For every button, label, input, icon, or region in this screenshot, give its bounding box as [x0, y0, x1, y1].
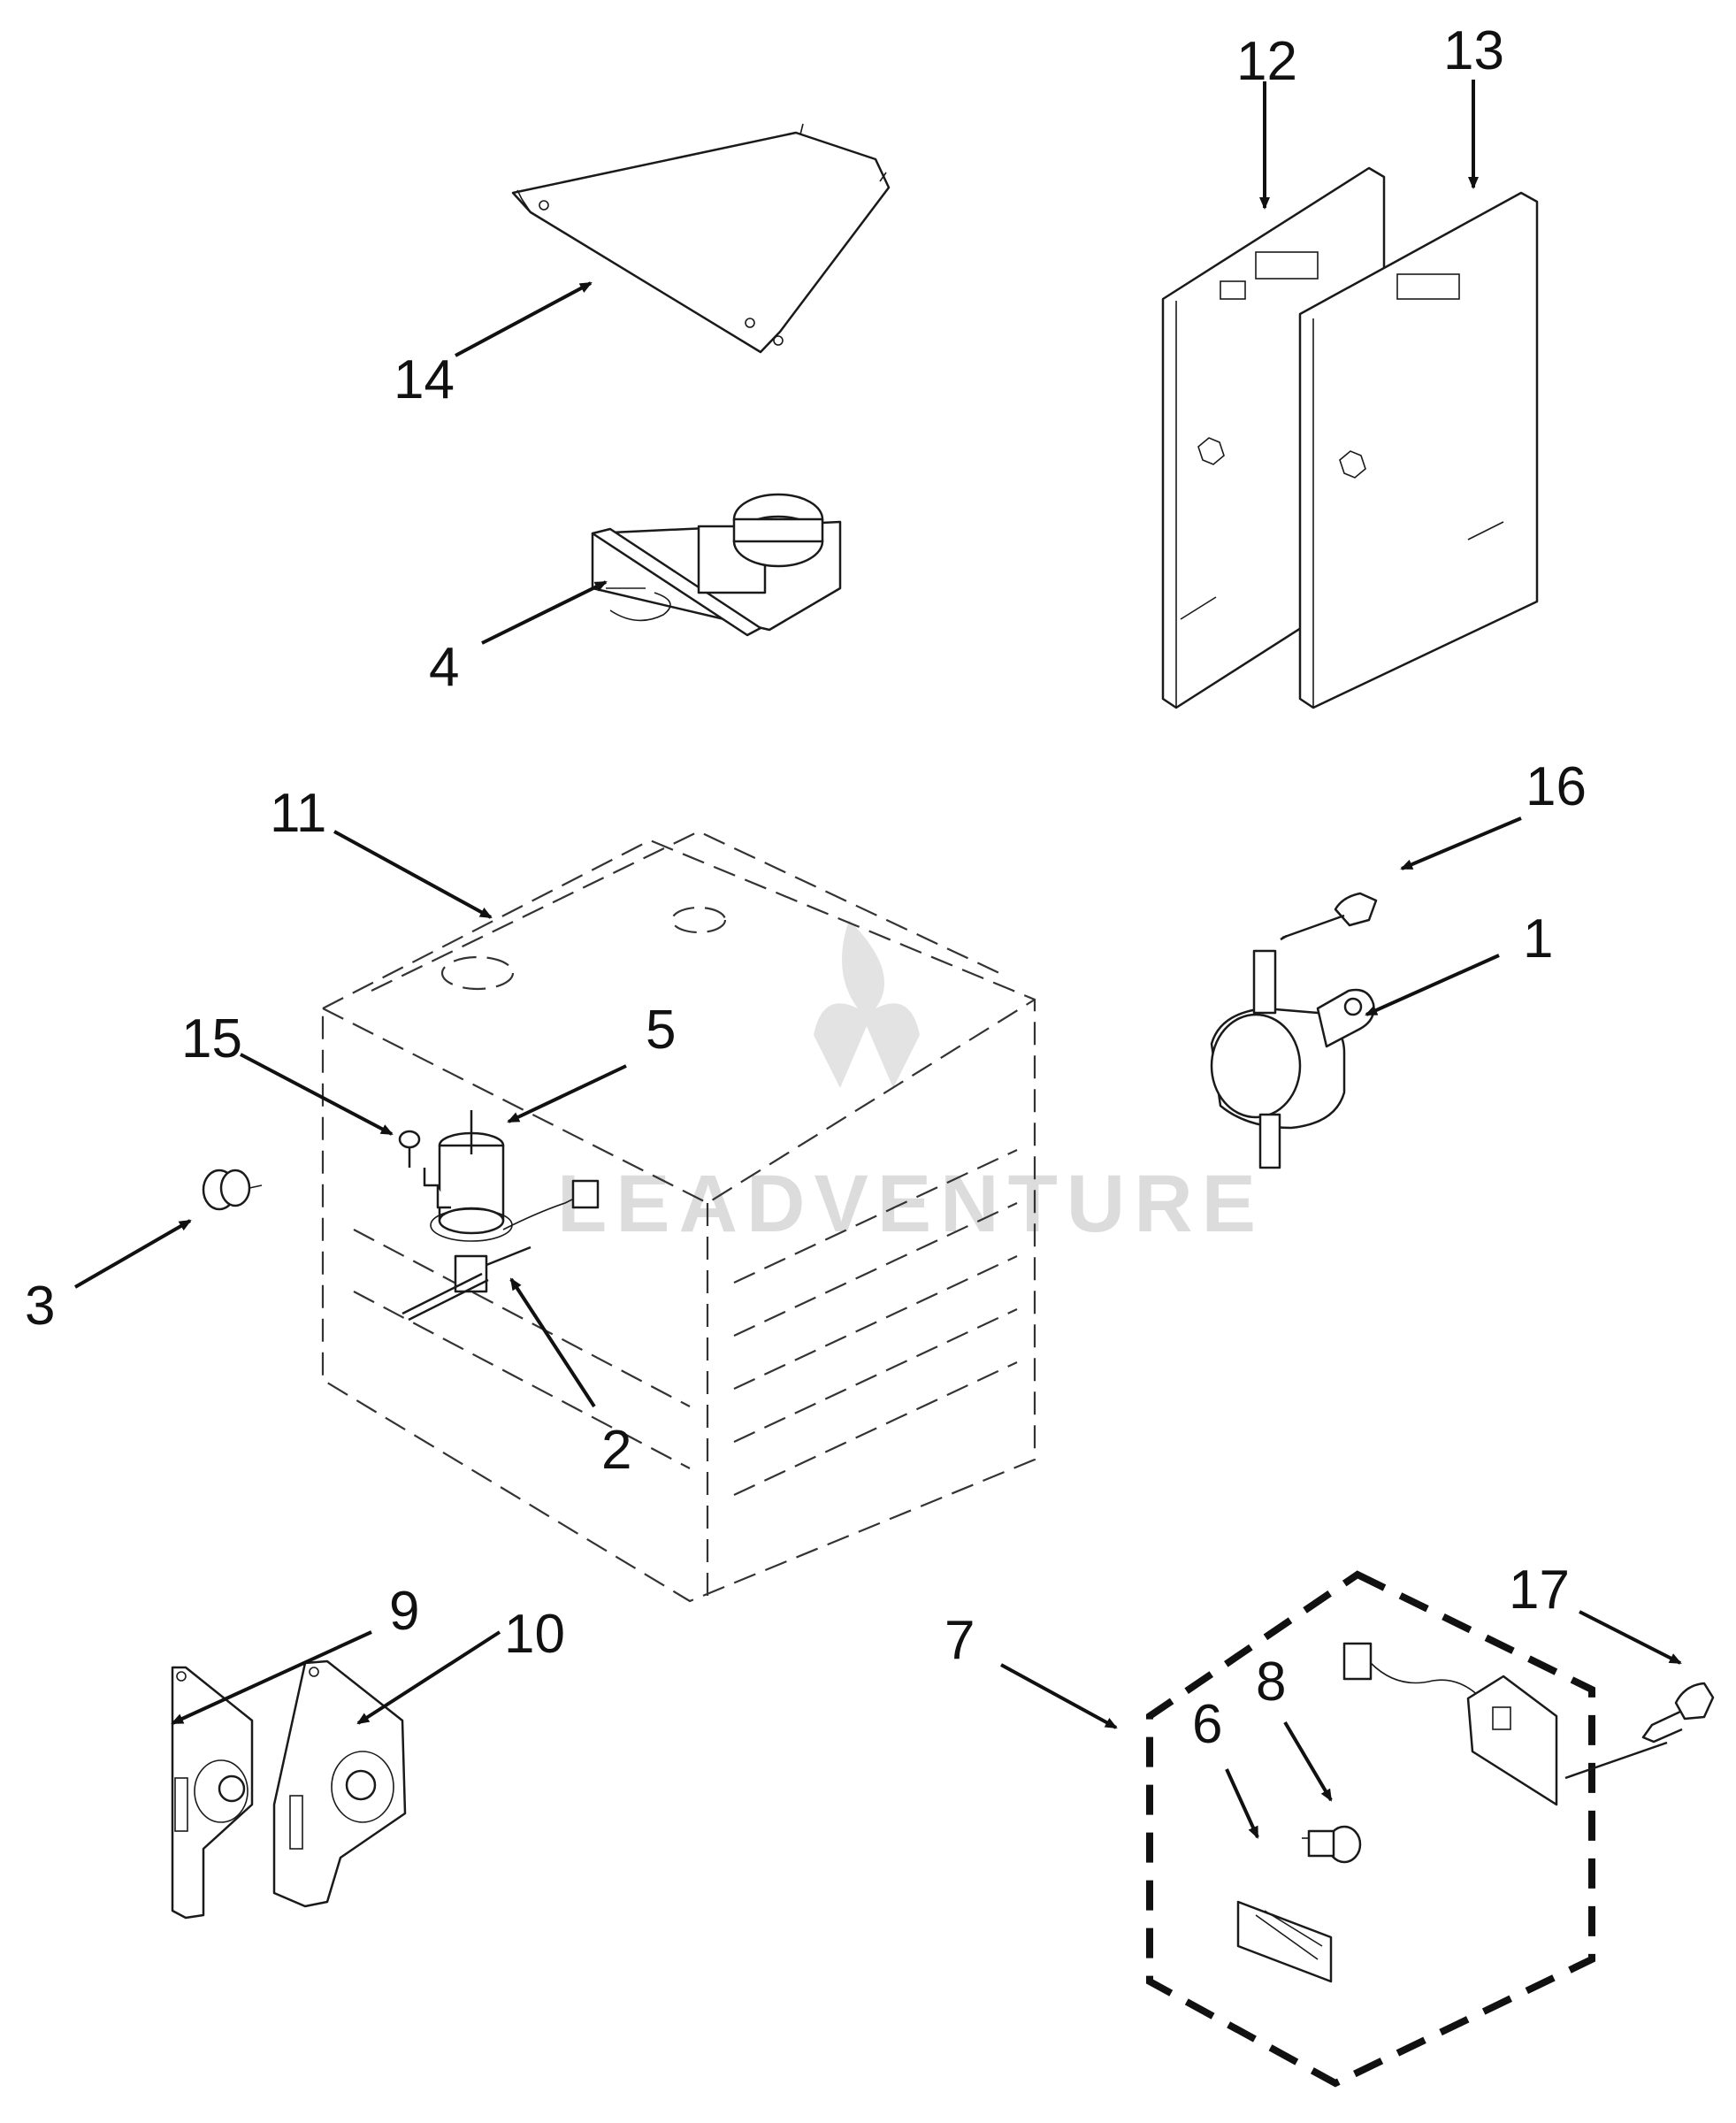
side-panel-right-drawing: [1298, 191, 1539, 709]
light-kit-drawing: [1146, 1570, 1595, 2088]
watermark-text: LEADVENTURE: [557, 1159, 1265, 1249]
callout-8: 8: [1256, 1652, 1286, 1713]
callout-16: 16: [1526, 756, 1587, 817]
callout-14: 14: [394, 349, 455, 410]
screw-16-drawing: [1280, 892, 1378, 941]
thermal-switch-drawing: [1210, 949, 1375, 1169]
callout-11: 11: [270, 783, 326, 844]
callout-15: 15: [181, 1008, 242, 1069]
light-bulb-drawing: [1302, 1825, 1362, 1864]
callout-17: 17: [1509, 1560, 1570, 1621]
callout-3: 3: [25, 1276, 55, 1337]
top-bracket-plate-drawing: [511, 123, 891, 354]
callout-12: 12: [1236, 31, 1297, 92]
callout-4: 4: [429, 637, 459, 698]
light-harness-drawing: [1342, 1642, 1668, 1806]
door-hinge-left-drawing: [171, 1666, 254, 1920]
callout-labels: 1 2 3 4 5 6 7 8 9 10 11 12 13 14 15 16 1…: [25, 20, 1587, 1755]
door-latch-drawing: [591, 493, 842, 637]
watermark: LEADVENTURE: [557, 920, 1265, 1249]
callout-1: 1: [1523, 908, 1553, 970]
callout-7: 7: [944, 1610, 975, 1671]
callout-5: 5: [646, 1000, 676, 1061]
callout-6: 6: [1192, 1694, 1222, 1755]
leader-arrows: [74, 80, 1682, 1839]
temperature-sensor-drawing: [401, 1245, 532, 1322]
screw-15-drawing: [398, 1130, 451, 1209]
callout-2: 2: [601, 1420, 631, 1481]
light-socket-drawing: [430, 1110, 600, 1242]
door-hinge-right-drawing: [272, 1659, 407, 1908]
callout-10: 10: [504, 1604, 565, 1665]
callout-13: 13: [1443, 20, 1504, 81]
screw-17-drawing: [1641, 1682, 1715, 1744]
lens-glass-drawing: [1236, 1900, 1333, 1983]
plug-button-drawing: [202, 1169, 263, 1211]
callout-9: 9: [389, 1581, 419, 1642]
oven-cavity-drawing: [321, 830, 1036, 1603]
